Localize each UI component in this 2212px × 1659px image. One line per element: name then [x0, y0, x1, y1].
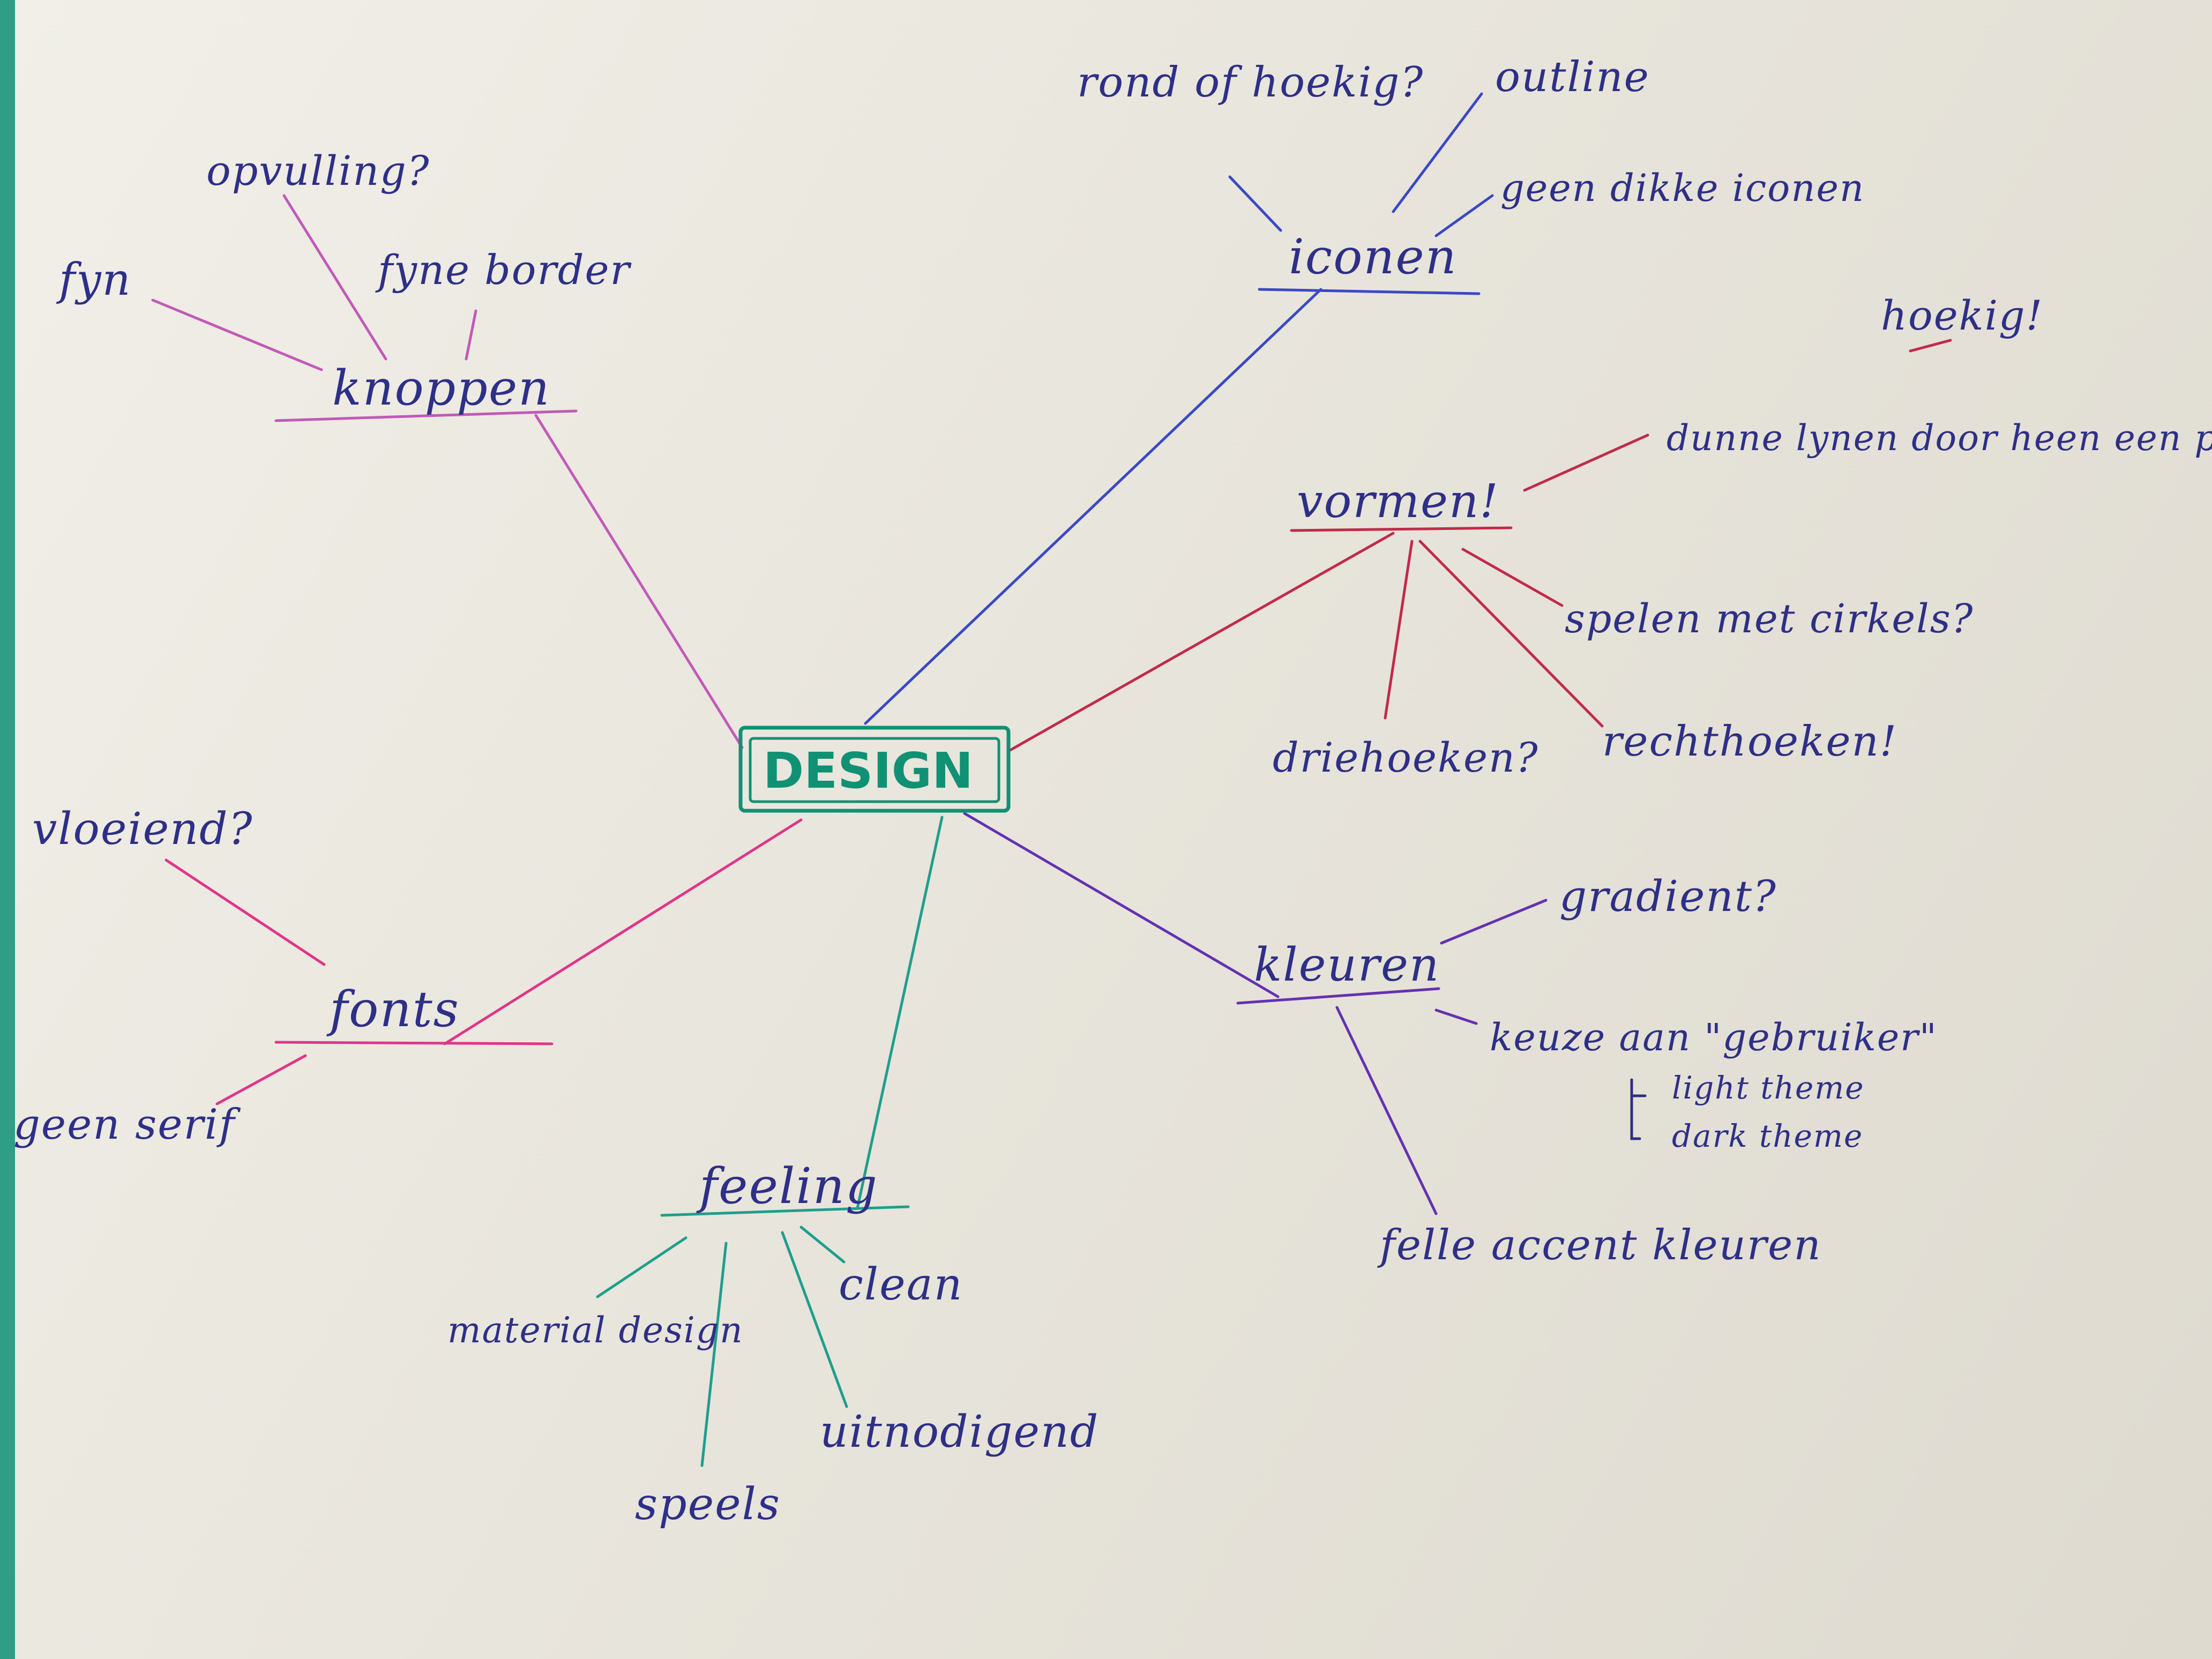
- branch-label-iconen: iconen: [1289, 229, 1458, 285]
- leaf-vloeiend: vloeiend?: [32, 804, 253, 855]
- leaf-opvulling: opvulling?: [206, 147, 430, 195]
- leaf-keuze: keuze aan "gebruiker": [1490, 1015, 1938, 1059]
- connector-knoppen-opvulling: [282, 194, 387, 361]
- leaf-geen-dikke-iconen: geen dikke iconen: [1500, 166, 1865, 210]
- leaf-fyne-border: fyne border: [375, 246, 632, 294]
- connector-fonts-vloeiend: [165, 858, 326, 966]
- branch-label-knoppen: knoppen: [332, 360, 550, 416]
- connector-vormen-cirkels: [1461, 548, 1564, 607]
- feeling-underline: [660, 1205, 910, 1217]
- connector-knoppen-fyn: [151, 298, 323, 371]
- branch-label-vormen: vormen!: [1297, 475, 1499, 528]
- leaf-uitnodigend: uitnodigend: [820, 1407, 1099, 1458]
- connector-center-iconen: [864, 288, 1322, 725]
- connector-kleuren-felle: [1335, 1006, 1438, 1215]
- leaf-material-design: material design: [447, 1310, 744, 1351]
- connector-vormen-dunne: [1523, 434, 1649, 492]
- branch-label-fonts: fonts: [326, 981, 460, 1038]
- leaf-driehoeken: driehoeken?: [1273, 734, 1539, 781]
- center-node: DESIGN: [738, 726, 1011, 813]
- connector-knoppen-fyne-border: [465, 309, 477, 361]
- connector-center-fonts: [443, 818, 803, 1045]
- connector-center-feeling: [856, 816, 944, 1210]
- leaf-felle-accent: felle accent kleuren: [1377, 1221, 1822, 1269]
- connector-feeling-material: [596, 1236, 687, 1298]
- leaf-rechthoeken: rechthoeken!: [1602, 718, 1897, 766]
- leaf-rond-of-hoekig: rond of hoekig?: [1077, 58, 1424, 107]
- knoppen-underline: [274, 409, 578, 422]
- kleuren-underline: [1236, 987, 1440, 1005]
- connector-iconen-geen-dikke: [1434, 194, 1494, 237]
- iconen-underline: [1258, 288, 1481, 295]
- connector-center-vormen: [1008, 532, 1395, 752]
- leaf-gradient: gradient?: [1559, 871, 1777, 921]
- center-box-inner: [749, 737, 1000, 803]
- leaf-spelen-met-cirkels: spelen met cirkels?: [1565, 596, 1974, 642]
- branch-label-feeling: feeling: [696, 1157, 878, 1215]
- connector-kleuren-gradient: [1440, 899, 1548, 945]
- connector-kleuren-keuze: [1434, 1008, 1478, 1025]
- leaf-fyn: fyn: [56, 255, 132, 305]
- connector-feeling-speels: [700, 1242, 728, 1467]
- branch-label-kleuren: kleuren: [1254, 938, 1440, 992]
- leaf-outline: outline: [1495, 53, 1650, 101]
- leaf-light-theme: light theme: [1672, 1070, 1865, 1106]
- center-label: DESIGN: [763, 742, 973, 799]
- connector-fonts-geen-serif: [215, 1054, 307, 1105]
- connector-feeling-clean: [799, 1225, 846, 1264]
- connector-center-knoppen: [534, 414, 744, 749]
- center-box-outer: [738, 726, 1011, 813]
- connector-iconen-rond: [1228, 175, 1282, 232]
- paper-sheet: [15, 0, 2212, 1659]
- connector-dunne-hoekig: [1909, 339, 1952, 353]
- connector-feeling-uitnodigend: [781, 1231, 848, 1408]
- leaf-speels: speels: [635, 1479, 781, 1530]
- leaf-dark-theme: dark theme: [1672, 1118, 1863, 1154]
- leaf-clean: clean: [839, 1259, 963, 1310]
- connector-vormen-driehoeken: [1384, 540, 1414, 720]
- leaf-hoekig: hoekig!: [1881, 292, 2043, 339]
- fonts-underline: [274, 1041, 554, 1045]
- theme-bracket: [1630, 1078, 1647, 1140]
- leaf-rond-of-hoekig-text: rond of hoekig?: [1077, 58, 1424, 107]
- connector-center-kleuren: [963, 812, 1280, 998]
- vormen-underline: [1290, 526, 1513, 532]
- leaf-geen-serif: geen serif: [13, 1101, 241, 1149]
- leaf-dunne-lynen: dunne lynen door heen een pagina: [1667, 417, 2212, 459]
- connector-iconen-outline: [1392, 92, 1483, 213]
- connector-vormen-rechthoeken: [1418, 540, 1604, 728]
